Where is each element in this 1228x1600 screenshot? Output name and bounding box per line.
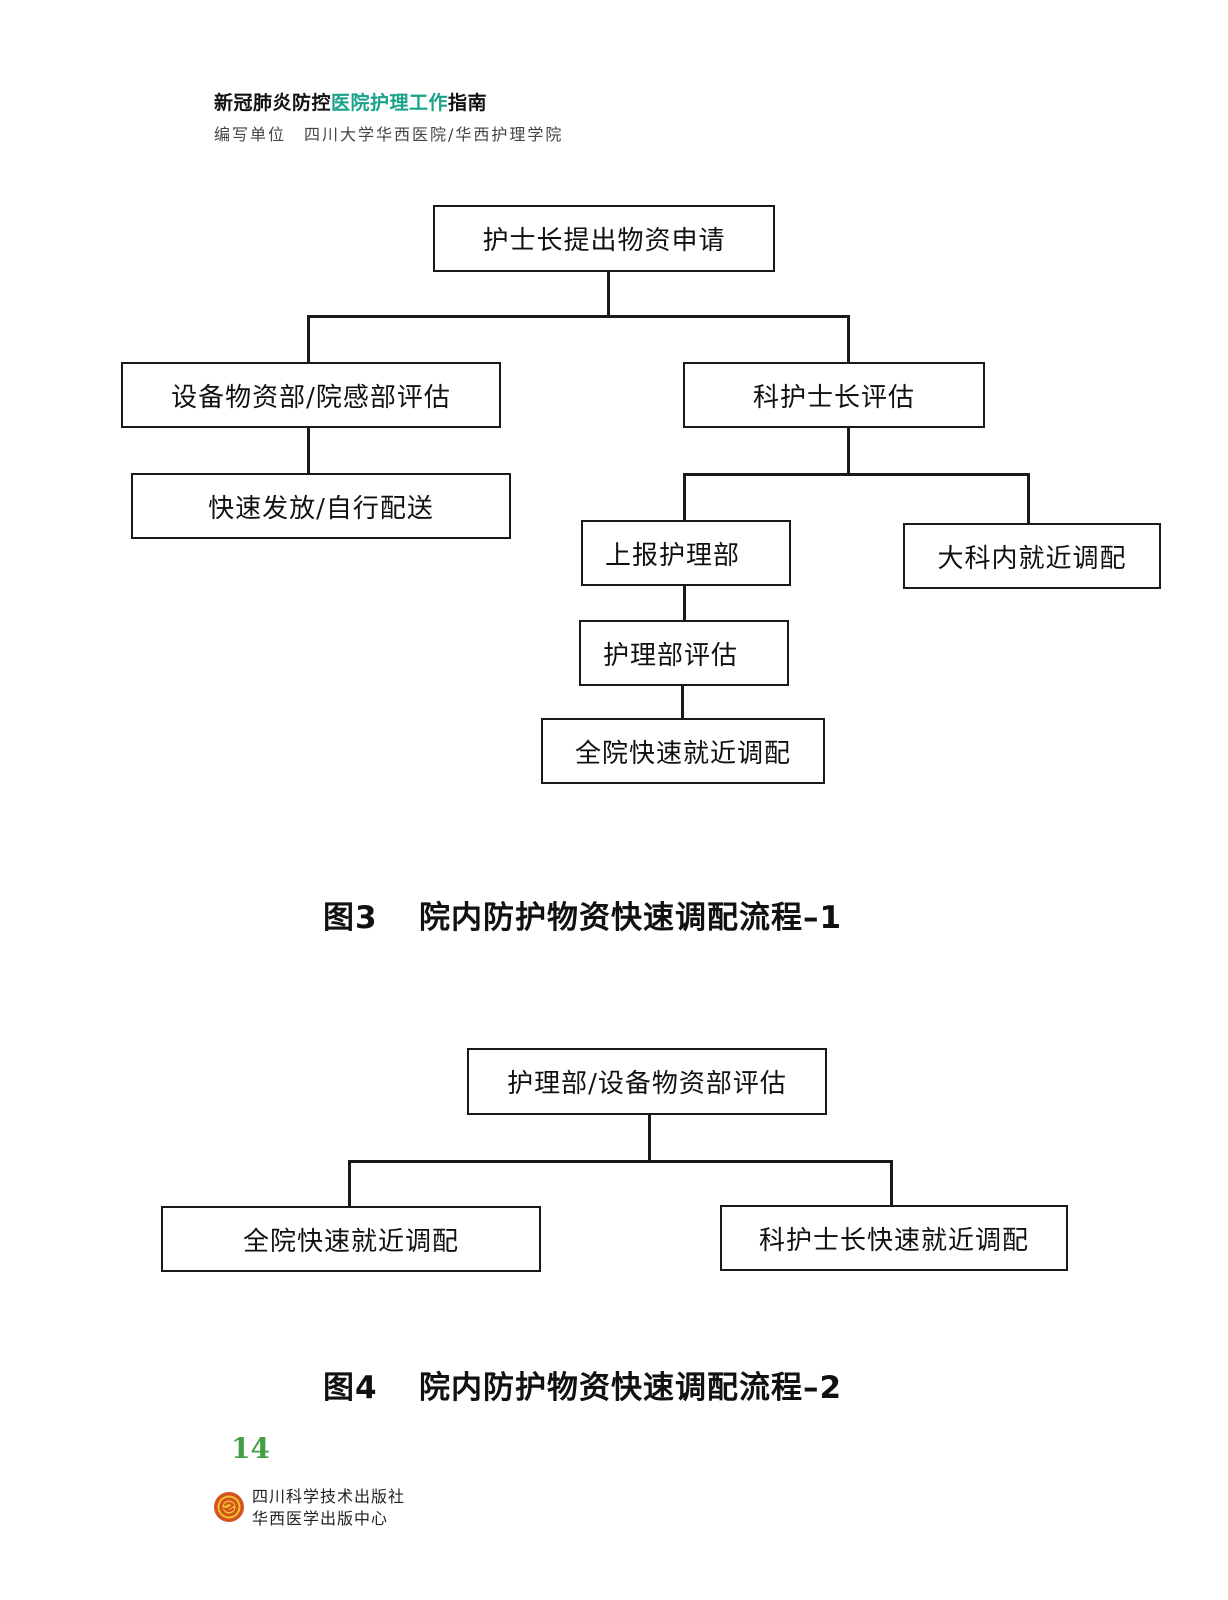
publisher-logo-icon	[214, 1492, 244, 1522]
header-title: 新冠肺炎防控医院护理工作指南	[214, 88, 487, 115]
publisher-info: 四川科学技术出版社 华西医学出版中心	[252, 1486, 405, 1530]
figure4-caption-number: 图4	[323, 1370, 378, 1406]
connector	[847, 315, 850, 363]
header-title-suffix: 指南	[448, 92, 488, 114]
figure4-caption-text: 院内防护物资快速调配流程–2	[419, 1370, 843, 1406]
connector	[1027, 473, 1030, 524]
node-head-nurse-request: 护士长提出物资申请	[433, 205, 775, 272]
node-dept-head-allocation: 科护士长快速就近调配	[720, 1205, 1068, 1271]
connector	[607, 270, 610, 317]
page-number: 14	[231, 1432, 270, 1465]
header-editor-line: 编写单位四川大学华西医院/华西护理学院	[214, 121, 563, 145]
connector	[683, 584, 686, 620]
connector	[681, 684, 684, 719]
figure3-caption: 图3 院内防护物资快速调配流程–1	[323, 892, 842, 937]
connector	[307, 425, 310, 475]
connector	[847, 425, 850, 475]
connector	[648, 1114, 651, 1162]
editor-label: 编写单位	[214, 125, 287, 144]
connector	[348, 1160, 351, 1208]
node-hospital-allocation: 全院快速就近调配	[541, 718, 825, 784]
connector	[890, 1160, 893, 1208]
node-quick-issue: 快速发放/自行配送	[131, 473, 511, 539]
node-nursing-dept-assessment: 护理部评估	[579, 620, 789, 686]
node-hospital-allocation-2: 全院快速就近调配	[161, 1206, 541, 1272]
figure4-caption: 图4 院内防护物资快速调配流程–2	[323, 1362, 842, 1407]
node-equipment-assessment: 设备物资部/院感部评估	[121, 362, 501, 428]
node-dept-head-assessment: 科护士长评估	[683, 362, 985, 428]
header-title-accent: 医院护理工作	[331, 92, 449, 114]
header-title-prefix: 新冠肺炎防控	[214, 92, 332, 114]
figure3-caption-text: 院内防护物资快速调配流程–1	[419, 900, 843, 936]
connector	[348, 1160, 893, 1163]
editor-value: 四川大学华西医院/华西护理学院	[304, 125, 564, 144]
publisher-line-1: 四川科学技术出版社	[252, 1487, 406, 1506]
node-report-nursing-dept: 上报护理部	[581, 520, 791, 586]
publisher-line-2: 华西医学出版中心	[252, 1509, 389, 1528]
connector	[307, 315, 310, 363]
figure3-caption-number: 图3	[323, 900, 378, 936]
node-division-allocation: 大科内就近调配	[903, 523, 1161, 589]
connector	[683, 473, 1030, 476]
connector	[683, 473, 686, 521]
node-root-assessment: 护理部/设备物资部评估	[467, 1048, 827, 1115]
connector	[307, 315, 849, 318]
